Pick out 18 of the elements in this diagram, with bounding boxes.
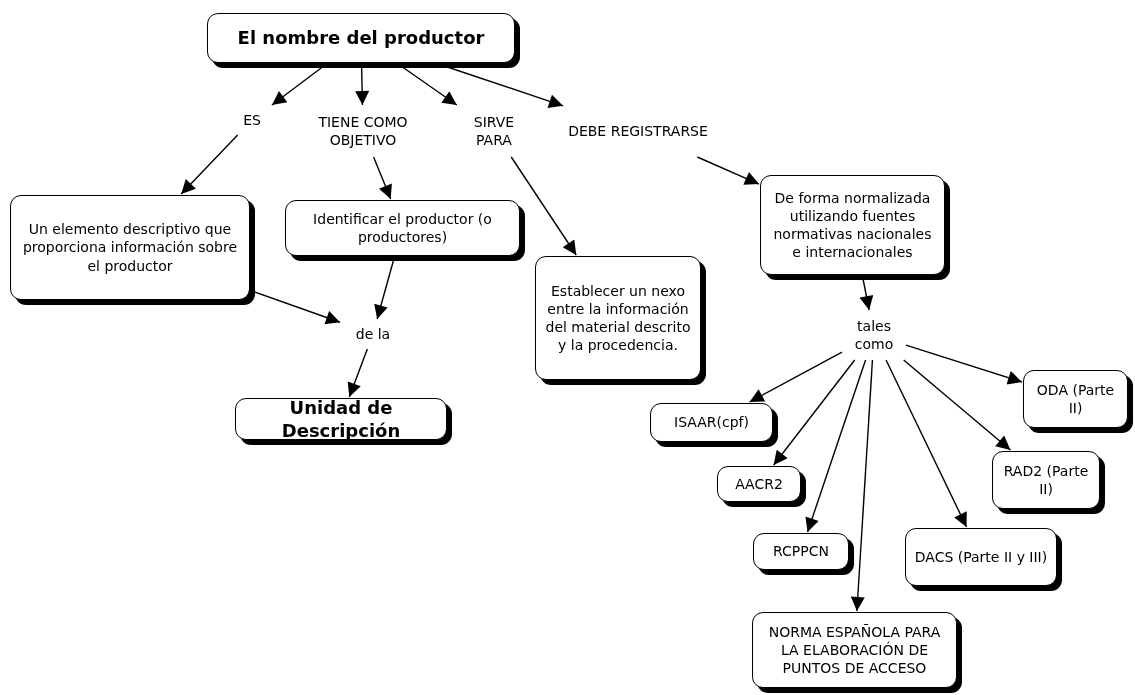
- arrow: [347, 348, 369, 398]
- arrow: [180, 134, 239, 195]
- linking-phrase: de la: [343, 322, 403, 346]
- arrow: [372, 156, 392, 200]
- arrow: [850, 359, 874, 612]
- arrow: [696, 156, 760, 185]
- arrow: [772, 359, 856, 466]
- linking-phrase: TIENE COMO OBJETIVO: [298, 108, 428, 154]
- linking-phrase: DEBE REGISTRARSE: [566, 108, 710, 154]
- linking-phrase: SIRVE PARA: [458, 108, 530, 154]
- arrow: [510, 156, 577, 256]
- linking-phrase: ES: [232, 108, 272, 132]
- arrow: [885, 359, 968, 528]
- arrow: [805, 359, 867, 533]
- arrow: [748, 351, 843, 403]
- arrow: [905, 344, 1023, 385]
- linking-phrase: tales como: [845, 313, 903, 357]
- arrow: [902, 359, 1012, 451]
